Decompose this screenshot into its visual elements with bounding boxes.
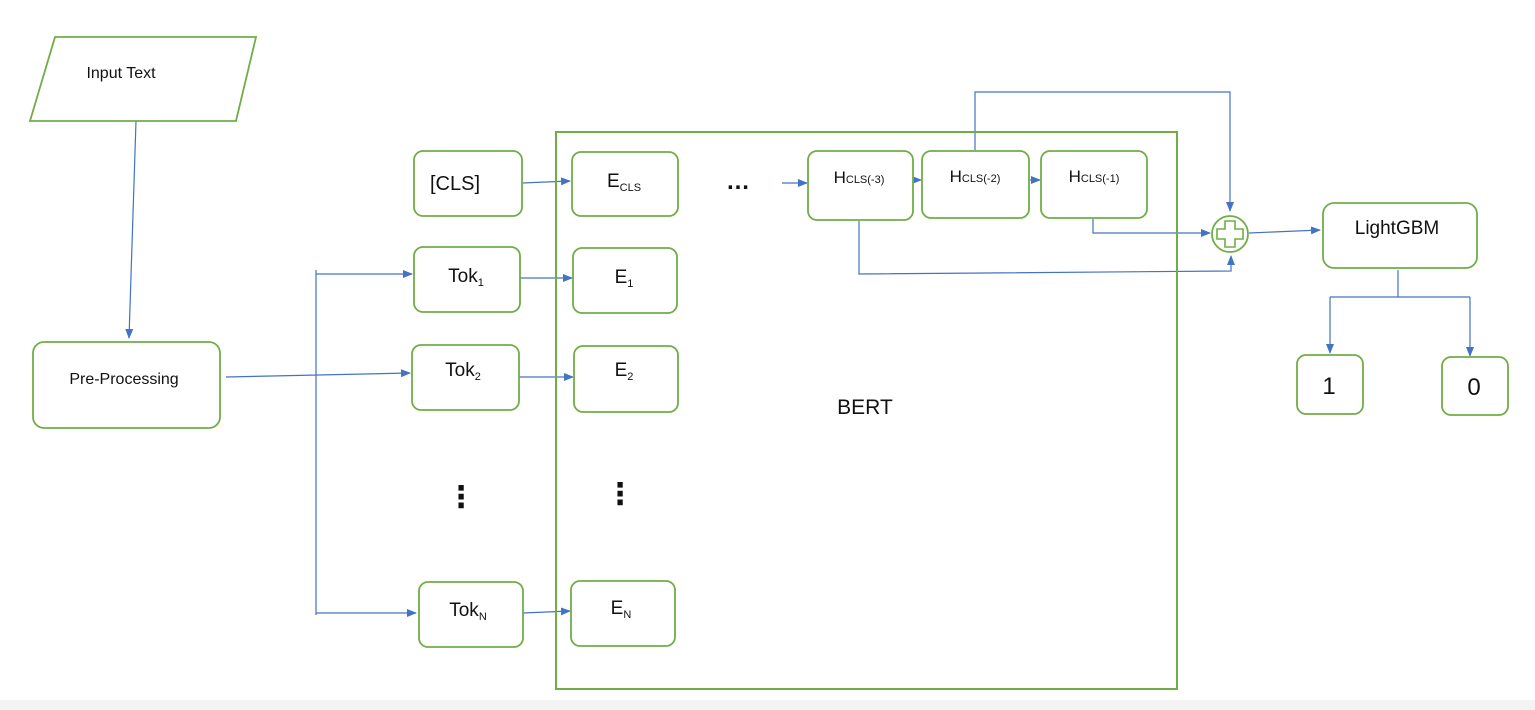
bottom-strip	[0, 700, 1535, 710]
token-2-box[interactable]	[411, 344, 520, 411]
arrow-concat-to-lightgbm	[1248, 226, 1321, 235]
token-1-box[interactable]	[413, 246, 521, 313]
hidden-cls-3-box[interactable]	[807, 150, 914, 221]
embedding-2-label: E2	[615, 360, 634, 383]
output-0-label: 0	[1467, 374, 1480, 401]
arrow-input-to-preprocess	[125, 120, 137, 339]
token-1-label: Tok1	[448, 266, 484, 289]
embedding-cls-sub: CLS	[620, 182, 641, 194]
output-1-label: 1	[1322, 373, 1335, 400]
arrow-cls-to-ecls	[521, 177, 571, 186]
embedding-1-sub: 1	[627, 278, 633, 290]
token-n-sub: N	[479, 611, 487, 623]
token-cls-box[interactable]	[413, 150, 523, 217]
embedding-ellipsis: ⋮	[605, 478, 635, 511]
output-0-box[interactable]	[1441, 356, 1509, 416]
token-cls-label: [CLS]	[430, 173, 480, 195]
lightgbm-box[interactable]	[1322, 202, 1478, 269]
hidden-cls-2-box[interactable]	[921, 150, 1030, 219]
token-2-label: Tok2	[445, 360, 481, 383]
output-1-box[interactable]	[1296, 354, 1364, 415]
arrow-h1-to-concat	[1092, 219, 1211, 237]
token-n-label: TokN	[449, 600, 487, 623]
hidden-cls-2-label: HCLS(-2)	[950, 167, 1001, 186]
embedding-2-box[interactable]	[573, 345, 679, 413]
hidden-cls-2-base: H	[950, 167, 962, 186]
preprocess-box[interactable]	[32, 341, 221, 429]
hidden-cls-1-base: H	[1069, 167, 1081, 186]
embedding-cls-box[interactable]	[571, 151, 679, 217]
embedding-1-base: E	[615, 267, 628, 288]
token-1-sub: 1	[478, 277, 484, 289]
hidden-cls-1-box[interactable]	[1040, 150, 1148, 219]
hidden-cls-3-base: H	[834, 168, 846, 187]
hidden-cls-3-sub: CLS(-3)	[846, 174, 885, 186]
embedding-1-label: E1	[615, 267, 634, 290]
embedding-cls-base: E	[607, 171, 620, 192]
embedding-n-base: E	[611, 598, 624, 619]
embedding-n-box[interactable]	[570, 580, 676, 647]
concat-plus	[1216, 220, 1244, 248]
embedding-1-box[interactable]	[572, 247, 678, 314]
bert-label: BERT	[837, 396, 893, 419]
connectors	[125, 91, 1474, 617]
token-1-base: Tok	[448, 266, 478, 287]
embedding-cls-label: ECLS	[607, 171, 641, 194]
hidden-cls-2-sub: CLS(-2)	[962, 173, 1001, 185]
arrow-tokN-to-eN	[522, 607, 571, 616]
plus-circle-icon	[1211, 215, 1249, 253]
hidden-cls-3-label: HCLS(-3)	[834, 168, 885, 187]
embedding-2-base: E	[615, 360, 628, 381]
preprocess-label: Pre-Processing	[69, 371, 178, 388]
token-n-base: Tok	[449, 600, 479, 621]
hidden-cls-1-sub: CLS(-1)	[1081, 173, 1120, 185]
arrow-preprocess-to-tok2	[225, 369, 411, 378]
input-parallelogram[interactable]	[28, 36, 258, 122]
token-2-base: Tok	[445, 360, 475, 381]
layers-ellipsis: …	[726, 168, 750, 195]
token-ellipsis: ⋮	[446, 481, 476, 514]
lightgbm-label: LightGBM	[1355, 218, 1439, 239]
embedding-2-sub: 2	[627, 371, 633, 383]
token-2-sub: 2	[475, 371, 481, 383]
token-n-box[interactable]	[418, 581, 524, 648]
input-label: Input Text	[86, 65, 156, 82]
bert-container	[555, 131, 1178, 690]
embedding-n-label: EN	[611, 598, 632, 621]
arrow-h3-to-concat	[858, 221, 1235, 275]
embedding-n-sub: N	[623, 609, 631, 621]
hidden-cls-1-label: HCLS(-1)	[1069, 167, 1120, 186]
output-split-line	[1330, 270, 1399, 298]
arrow-h2-to-concat	[974, 91, 1234, 212]
